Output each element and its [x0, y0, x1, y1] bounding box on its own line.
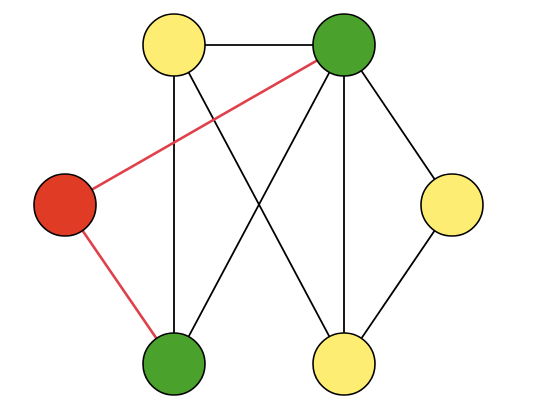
node-bottom-right-yellow: [312, 332, 376, 396]
node-bottom-left-green: [142, 332, 206, 396]
edge-n-right-n-bottom-right: [343, 204, 453, 365]
edge-layer: [63, 43, 453, 365]
node-left-red: [33, 173, 97, 237]
node-top-right-green: [312, 13, 376, 77]
node-layer: [33, 13, 484, 396]
edge-n-top-right-n-bottom-left: [173, 44, 345, 365]
edge-n-top-right-n-left-highlighted: [64, 43, 345, 207]
edge-n-left-n-bottom-left-highlighted: [63, 204, 176, 365]
node-right-yellow: [420, 173, 484, 237]
node-top-left-yellow: [142, 13, 206, 77]
edge-n-top-right-n-right: [343, 44, 453, 206]
